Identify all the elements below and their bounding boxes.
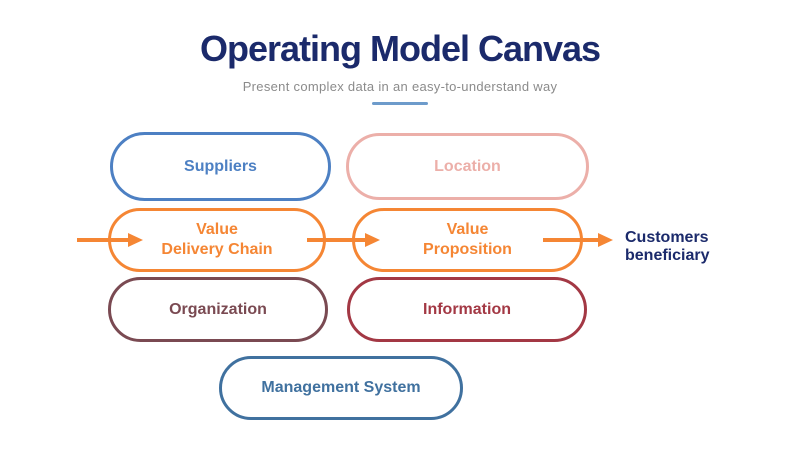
node-suppliers: Suppliers (110, 132, 331, 201)
flow-arrow-between-icon (307, 233, 380, 247)
node-organization: Organization (108, 277, 328, 342)
flow-arrow-inflow-icon (77, 233, 143, 247)
arrow-head (365, 233, 380, 247)
arrow-head (128, 233, 143, 247)
node-value-proposition-label: Value Proposition (423, 221, 512, 258)
flow-arrow-outflow-icon (543, 233, 613, 247)
node-organization-label: Organization (169, 300, 267, 318)
node-value-delivery-chain-label: Value Delivery Chain (161, 221, 273, 258)
node-information: Information (347, 277, 587, 342)
node-management-system: Management System (219, 356, 463, 420)
arrow-head (598, 233, 613, 247)
arrow-shaft (543, 238, 600, 242)
node-value-delivery-chain: Value Delivery Chain (108, 208, 326, 272)
page-subtitle: Present complex data in an easy-to-under… (242, 79, 558, 94)
node-location: Location (346, 133, 589, 200)
title-underline-divider (372, 102, 428, 105)
customers-beneficiary-label: Customers beneficiary (625, 229, 710, 265)
page-title: Operating Model Canvas (199, 28, 601, 69)
node-management-system-label: Management System (261, 379, 421, 396)
arrow-shaft (77, 238, 130, 242)
node-location-label: Location (434, 157, 501, 175)
node-information-label: Information (423, 300, 511, 318)
node-suppliers-label: Suppliers (184, 157, 257, 175)
arrow-shaft (307, 238, 367, 242)
